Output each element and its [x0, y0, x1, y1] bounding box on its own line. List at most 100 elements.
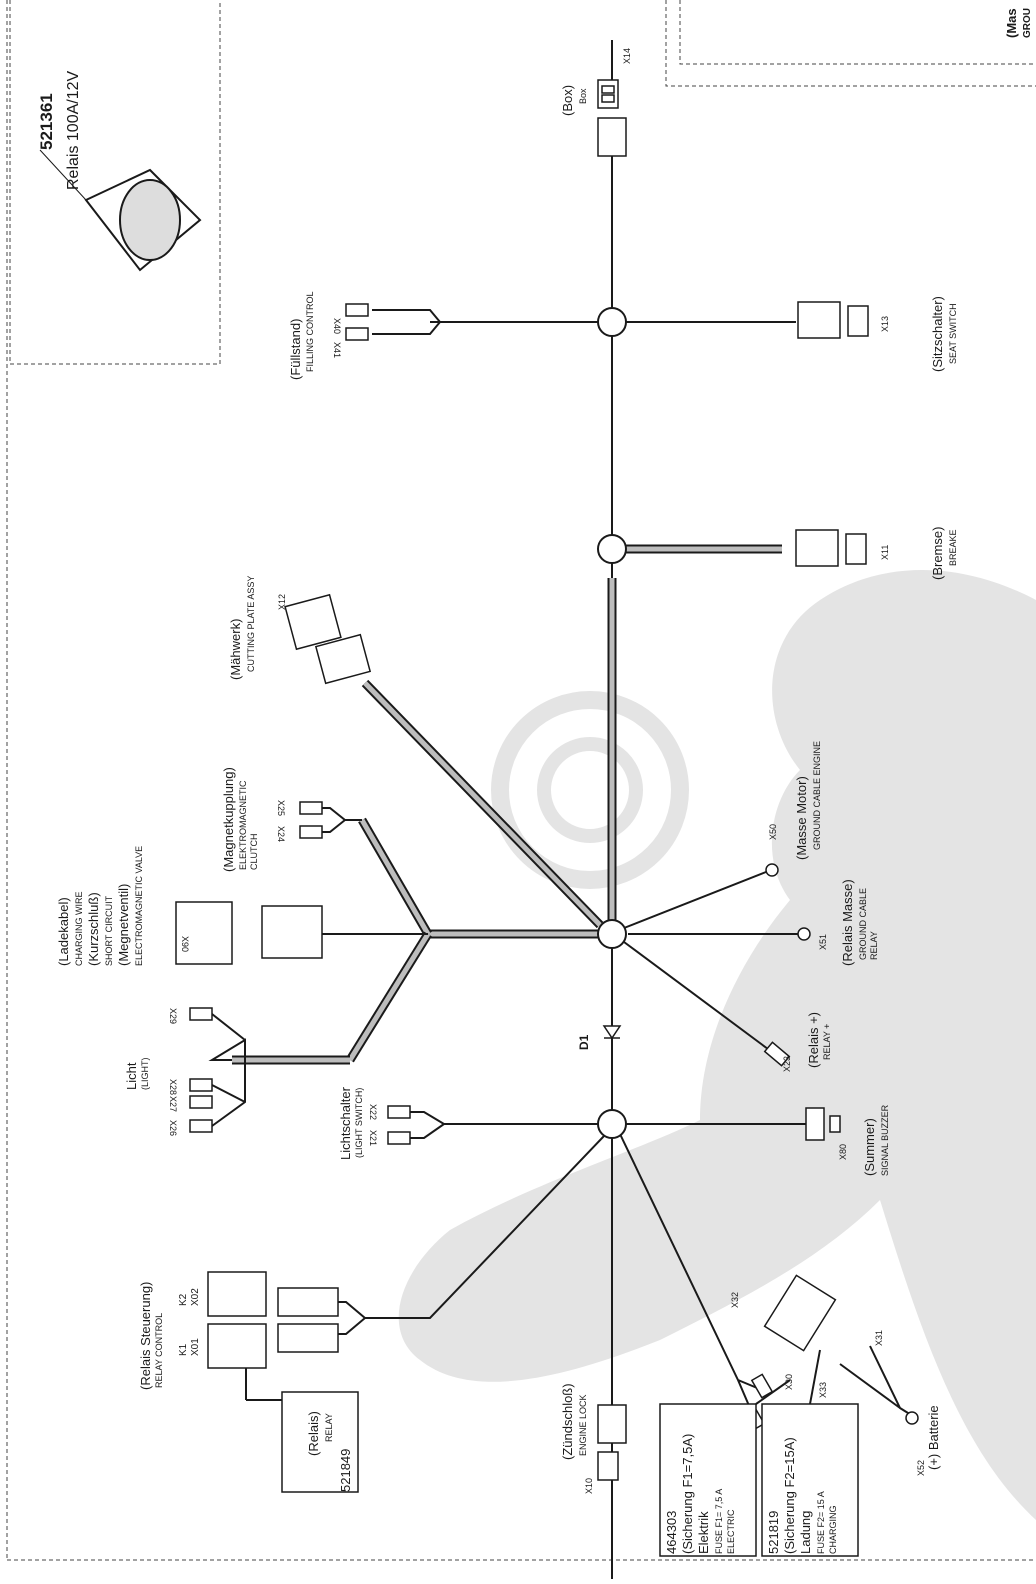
splice-node-lower: [597, 1109, 627, 1139]
relay-x01-label: X01: [190, 1338, 201, 1356]
relay-ground-label-en2: RELAY: [869, 931, 879, 960]
relay-100a-image: [39, 149, 202, 272]
relay-k1-label: K1: [178, 1343, 189, 1356]
light-label-de: Licht: [124, 1062, 139, 1090]
relay-control-label-de: (Relais Steuerung): [138, 1282, 153, 1390]
box-labels: (Box) Box X14: [560, 48, 632, 116]
charge-label-de3: (Megnetventil): [116, 884, 131, 966]
fusebox-connector-labels: X30 X32 X31 X33: [730, 1292, 884, 1398]
relay-box: (Relais) RELAY 521849: [245, 1368, 359, 1493]
light-connector-x26: X26: [168, 1120, 178, 1136]
buzzer-connector-code: X80: [838, 1144, 848, 1160]
relay-part-label: Relais 100A/12V: [65, 70, 82, 190]
fill-label-en: FILLING CONTROL: [305, 291, 315, 372]
fuse1-label-en: FUSE F1= 7,5 A: [714, 1489, 724, 1554]
battery-labels: (+) Batterie X52: [916, 1405, 941, 1476]
splice-node-center: [597, 919, 627, 949]
fuse2-label-charging: CHARGING: [828, 1505, 838, 1554]
buzzer-label-de: (Summer): [862, 1118, 877, 1176]
battery-terminal-icon: [905, 1411, 919, 1425]
relay-box-label-de: (Relais): [306, 1411, 321, 1456]
relay-ground-labels: (Relais Masse) GROUND CABLE RELAY X51: [818, 879, 879, 966]
fill-connector-x41: X41: [332, 342, 342, 358]
ignition-labels: (Zündschloß) ENGINE LOCK X10: [560, 1383, 594, 1494]
fuse2-label-en: FUSE F2= 15 A: [816, 1491, 826, 1554]
harness-bundles: [232, 544, 782, 1065]
brake-connector-code: X11: [880, 545, 890, 560]
connector-x80-buzzer: [805, 1107, 841, 1141]
mower-label-en: CUTTING PLATE ASSY: [246, 576, 256, 672]
relay-box-label-en: RELAY: [324, 1413, 334, 1442]
connector-x90: [175, 901, 323, 965]
relay-plus-labels: (Relais +) RELAY + X23: [782, 1012, 832, 1072]
charge-label-en3: ELECTROMAGNETIC VALVE: [134, 846, 144, 966]
battery-label: (+) Batterie: [926, 1405, 941, 1470]
connector-x14-box: [597, 79, 627, 157]
relay-ground-connector-code: X51: [818, 934, 828, 950]
seat-labels: (Sitzschalter) SEAT SWITCH X13: [880, 296, 958, 372]
light-connector-x27: X27: [168, 1096, 178, 1112]
relay-part-number: 521361: [37, 93, 56, 150]
clutch-connector-x24: X24: [276, 826, 286, 842]
clutch-label-de: (Magnetkupplung): [221, 767, 236, 872]
light-switch-label-en: (LIGHT SWITCH): [354, 1088, 364, 1158]
fill-connector-x40: X40: [332, 318, 342, 334]
ground-detail-inner-frame: [679, 0, 1036, 65]
clutch-connector-x25: X25: [276, 800, 286, 816]
charge-labels: (Ladekabel) CHARGING WIRE (Kurzschluß) S…: [56, 846, 190, 966]
relay-control-labels: (Relais Steuerung) RELAY CONTROL K1 X01 …: [138, 1282, 201, 1390]
fuse1-part-number: 464303: [664, 1511, 679, 1554]
ground-motor-labels: (Masse Motor) GROUND CABLE ENGINE X50: [768, 741, 822, 860]
connector-x25-x24: [299, 801, 323, 839]
connector-x12-mower: [284, 593, 372, 685]
fill-label-de: (Füllstand): [288, 319, 303, 380]
ground-motor-label-en: GROUND CABLE ENGINE: [812, 741, 822, 850]
ground-motor-connector-code: X50: [768, 824, 778, 840]
connector-x51-ring: [797, 927, 811, 941]
relay-control-label-en: RELAY CONTROL: [154, 1313, 164, 1388]
fuse1-frame: [659, 1403, 757, 1557]
fuse1-label-de: (Sicherung F1=7,5A): [680, 1434, 695, 1554]
brake-label-de: (Bremse): [930, 527, 945, 580]
charge-label-de2: (Kurzschluß): [86, 892, 101, 966]
connector-x10-ignition: [597, 1404, 627, 1481]
fusebox-connector-x30: X30: [784, 1374, 794, 1390]
brake-label-en: BREAKE: [948, 529, 958, 566]
ground-detail-frame: [665, 0, 1036, 87]
relay-ground-label-de: (Relais Masse): [840, 879, 855, 966]
clutch-labels: (Magnetkupplung) ELEKTROMAGNETIC CLUTCH …: [221, 767, 286, 872]
light-switch-connector-x21: X21: [368, 1130, 378, 1146]
ignition-label-en: ENGINE LOCK: [578, 1394, 588, 1456]
buzzer-labels: (Summer) SIGNAL BUZZER X80: [838, 1104, 890, 1176]
splice-node-upper: [597, 307, 627, 337]
fuse1-box: 464303 (Sicherung F1=7,5A) Elektrik FUSE…: [659, 1379, 791, 1557]
battery-connector-code: X52: [916, 1460, 926, 1476]
clutch-label-en2: CLUTCH: [249, 833, 259, 870]
relay-box-number: 521849: [338, 1449, 353, 1492]
fuse2-part-number: 521819: [766, 1511, 781, 1554]
ground-box-labels: (Mas GROU: [1004, 8, 1033, 38]
seat-connector-code: X13: [880, 316, 890, 332]
ignition-connector-code: X10: [584, 1478, 594, 1494]
light-connector-x28: X28: [168, 1079, 178, 1095]
light-connector-x29: X29: [168, 1008, 178, 1024]
connector-x50-ring: [765, 863, 779, 877]
light-switch-labels: Lichtschalter (LIGHT SWITCH) X22 X21: [338, 1086, 378, 1160]
watermark-logo: [398, 570, 1036, 1520]
charge-connector-code: X90: [180, 936, 190, 952]
diode-symbol: [602, 1025, 622, 1040]
connector-x40-x41: [345, 303, 369, 341]
splice-node-brake: [597, 534, 627, 564]
fuse2-frame: [761, 1403, 859, 1557]
connector-x13-seat: [797, 301, 869, 339]
relay-plus-connector-code: X23: [782, 1056, 792, 1072]
mower-label-de: (Mähwerk): [228, 619, 243, 680]
box-label-en: Box: [578, 88, 588, 104]
fill-labels: (Füllstand) FILLING CONTROL X40 X41: [288, 291, 342, 380]
box-connector-code: X14: [622, 48, 632, 64]
connector-light-plugs: [189, 1007, 213, 1133]
charge-label-en1: CHARGING WIRE: [74, 891, 84, 966]
relay-k2-label: K2: [178, 1293, 189, 1306]
fuse1-label-elektrik: Elektrik: [696, 1511, 711, 1554]
